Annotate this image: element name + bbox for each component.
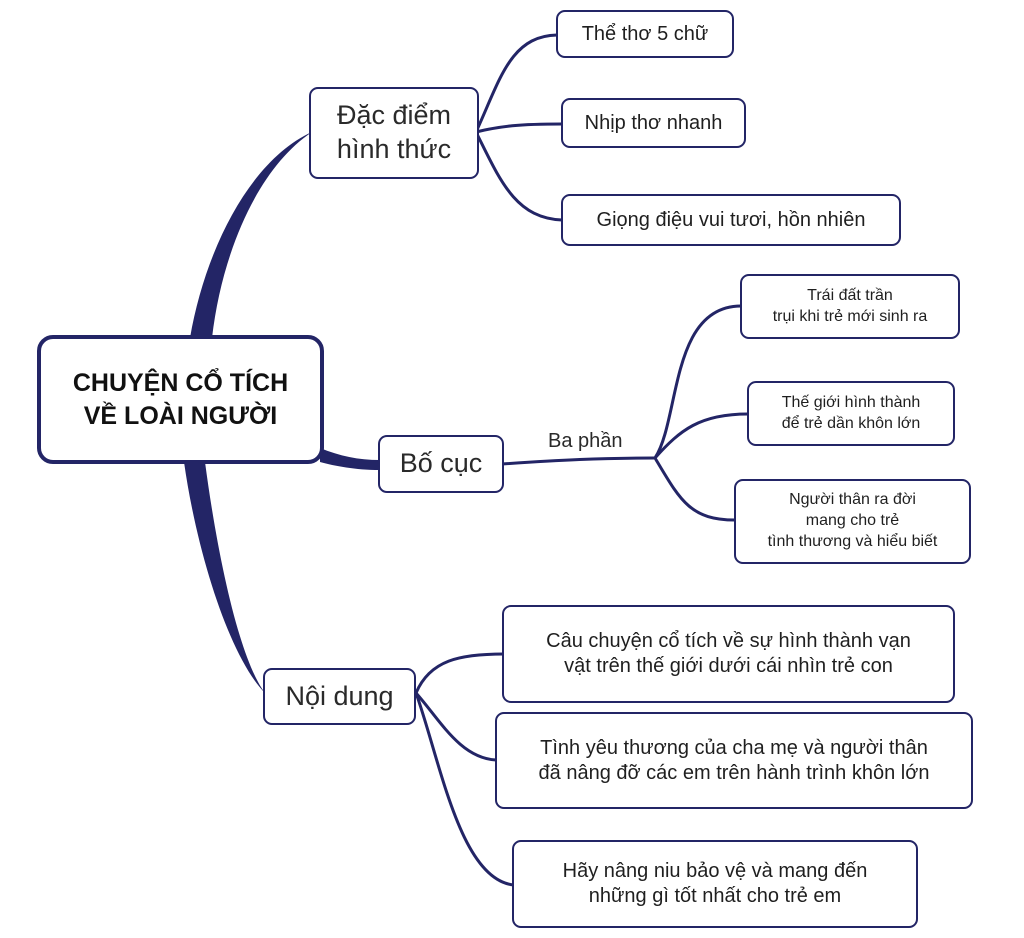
layout-edge-label: Ba phần bbox=[548, 430, 623, 452]
layout-to-leaf-2-connector bbox=[653, 412, 750, 460]
leaf-form-3: Giọng điệu vui tươi, hồn nhiên bbox=[561, 194, 901, 246]
root-to-layout-connector bbox=[320, 448, 380, 470]
content-to-leaf-2-connector bbox=[414, 691, 498, 762]
layout-to-leaf-1-connector bbox=[653, 304, 743, 460]
form-to-leaf-3-connector bbox=[474, 130, 564, 222]
leaf-form-3-label: Giọng điệu vui tươi, hồn nhiên bbox=[596, 208, 866, 231]
root-title: CHUYỆN CỔ TÍCH VỀ LOÀI NGƯỜI bbox=[72, 369, 289, 430]
branch-content-label: Nội dung bbox=[285, 680, 394, 711]
leaf-form-1-label: Thể thơ 5 chữ bbox=[581, 22, 709, 45]
branch-content: Nội dung bbox=[263, 668, 416, 725]
leaf-content-2: Tình yêu thương của cha mẹ và người thân… bbox=[495, 712, 973, 809]
form-to-leaf-1-connector bbox=[474, 33, 559, 134]
content-to-leaf-3-connector bbox=[414, 691, 516, 887]
leaf-form-1: Thể thơ 5 chữ bbox=[556, 10, 734, 58]
branch-form-label: Đặc điểm hình thức bbox=[336, 100, 452, 164]
form-to-leaf-2-connector bbox=[474, 122, 564, 134]
leaf-content-2-label: Tình yêu thương của cha mẹ và người thân… bbox=[538, 736, 930, 784]
leaf-content-1: Câu chuyện cổ tích về sự hình thành vạn … bbox=[502, 605, 955, 703]
branch-layout: Bố cục bbox=[378, 435, 504, 493]
leaf-content-3-label: Hãy nâng niu bảo vệ và mang đến những gì… bbox=[562, 860, 868, 907]
branch-layout-label: Bố cục bbox=[399, 448, 483, 479]
leaf-layout-1-label: Trái đất trần trụi khi trẻ mới sinh ra bbox=[772, 286, 928, 325]
leaf-layout-3: Người thân ra đời mang cho trẻ tình thươ… bbox=[734, 479, 971, 564]
branch-form: Đặc điểm hình thức bbox=[309, 87, 479, 179]
leaf-layout-2-label: Thế giới hình thành để trẻ dần khôn lớn bbox=[781, 393, 921, 432]
layout-to-split-connector bbox=[500, 456, 657, 466]
leaf-layout-1: Trái đất trần trụi khi trẻ mới sinh ra bbox=[740, 274, 960, 339]
leaf-layout-3-label: Người thân ra đời mang cho trẻ tình thươ… bbox=[767, 491, 938, 550]
root-to-form-connector bbox=[190, 132, 312, 338]
leaf-form-2-label: Nhịp thơ nhanh bbox=[584, 111, 723, 134]
root-node: CHUYỆN CỔ TÍCH VỀ LOÀI NGƯỜI bbox=[37, 335, 324, 464]
leaf-layout-2: Thế giới hình thành để trẻ dần khôn lớn bbox=[747, 381, 955, 446]
layout-to-leaf-3-connector bbox=[653, 456, 737, 522]
leaf-content-3: Hãy nâng niu bảo vệ và mang đến những gì… bbox=[512, 840, 918, 928]
root-to-content-connector bbox=[184, 462, 265, 693]
leaf-form-2: Nhịp thơ nhanh bbox=[561, 98, 746, 148]
leaf-content-1-label: Câu chuyện cổ tích về sự hình thành vạn … bbox=[546, 630, 911, 677]
content-to-leaf-1-connector bbox=[414, 652, 506, 695]
